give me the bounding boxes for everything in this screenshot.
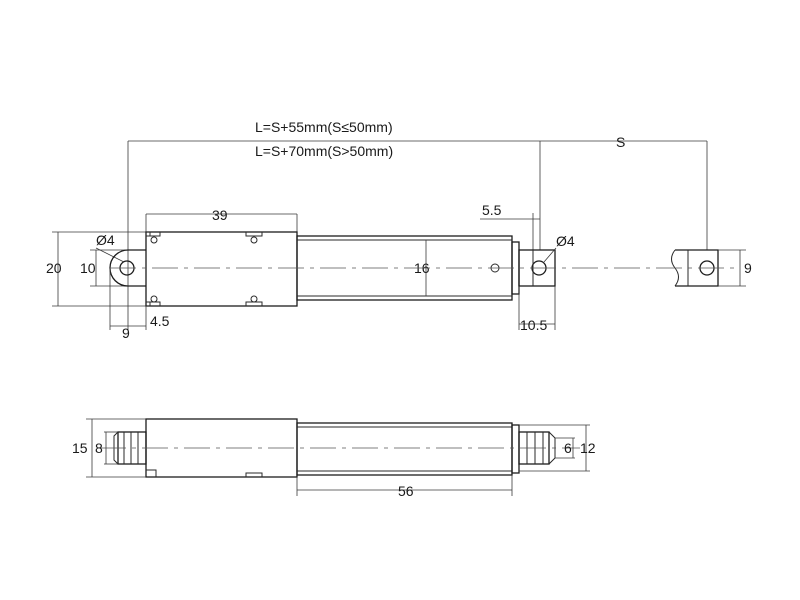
bottom-tube <box>296 422 513 476</box>
tube-length-label: 56 <box>398 483 414 499</box>
rear-hole-dia-label: Ø4 <box>96 232 115 248</box>
front-pin-dia-label: 6 <box>564 440 572 456</box>
rear-hole-leader <box>95 247 125 263</box>
formula-long-stroke: L=S+70mm(S>50mm) <box>255 143 393 159</box>
screw-top-left <box>150 236 158 244</box>
housing-length-label: 39 <box>212 207 228 223</box>
housing-tab-bottom-left <box>146 301 161 307</box>
eye-height-label: 10 <box>80 260 96 276</box>
front-pin <box>518 431 550 465</box>
bottom-housing-notch-left <box>146 469 157 477</box>
screw-bottom-right <box>250 295 258 303</box>
bottom-rod-collar <box>511 424 520 474</box>
front-hole-leader <box>543 247 557 263</box>
housing-tab-top-left <box>146 231 161 237</box>
front-pin-outer-label: 12 <box>580 440 596 456</box>
front-hole-dia-label: Ø4 <box>556 233 575 249</box>
total-height-label: 20 <box>46 260 62 276</box>
housing-tab-bottom-right <box>245 301 263 306</box>
stroke-label: S <box>616 134 625 150</box>
rod-end-width-label: 9 <box>744 260 752 276</box>
rear-eye-gap-label: 4.5 <box>150 313 170 329</box>
formula-short-stroke: L=S+55mm(S≤50mm) <box>255 119 393 135</box>
rod-offset-label: 5.5 <box>482 202 502 218</box>
housing-tab-top-right <box>245 232 263 237</box>
rear-eye-offset-label: 9 <box>122 325 130 341</box>
motor-housing <box>145 231 298 307</box>
screw-top-right <box>250 236 258 244</box>
bottom-housing-notch-right <box>245 472 263 477</box>
bottom-height-outer-label: 15 <box>72 440 88 456</box>
front-eye-length-label: 10.5 <box>520 317 547 333</box>
screw-bottom-left <box>150 295 158 303</box>
bottom-height-inner-label: 8 <box>95 440 103 456</box>
